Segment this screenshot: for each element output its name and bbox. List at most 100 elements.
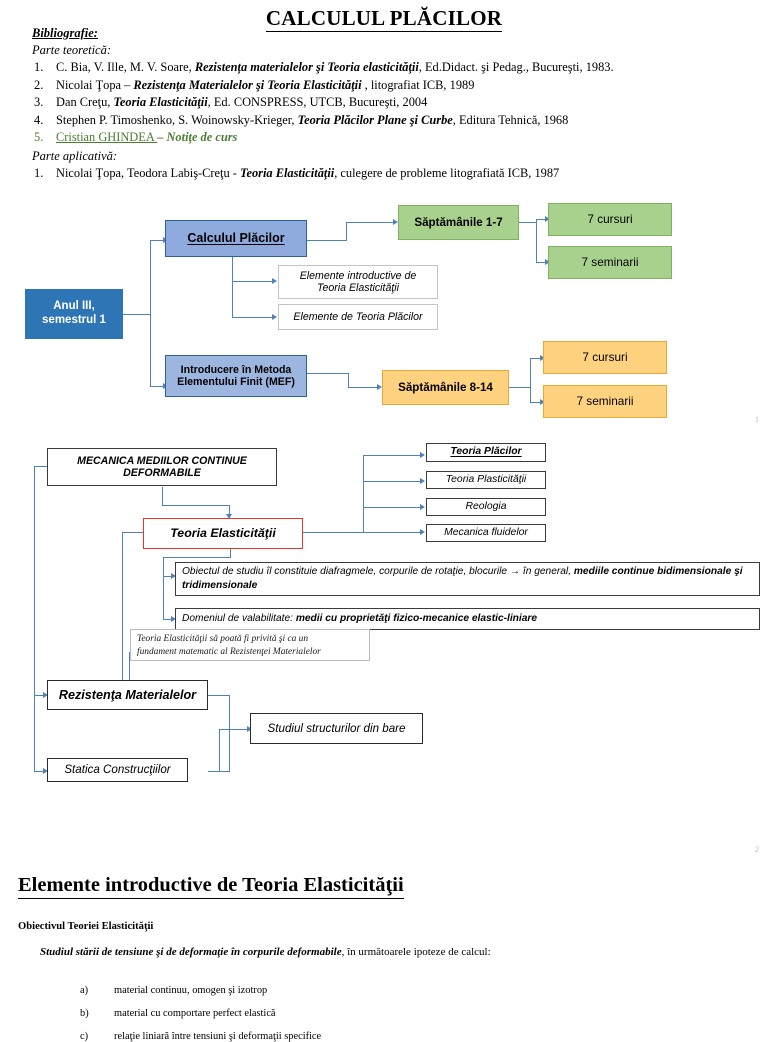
connector-line: [232, 281, 274, 283]
arrow-icon: [43, 767, 48, 774]
list-item: 4.Stephen P. Timoshenko, S. Woinowsky-Kr…: [32, 112, 762, 130]
arrow-icon: [420, 451, 425, 458]
node-anul-iii[interactable]: Anul III, semestrul 1: [25, 289, 123, 339]
node-label-line1: Introducere în Metoda: [180, 363, 292, 376]
connector-line: [34, 695, 44, 697]
wide-box-text: Obiectul de studiu îl constituie diafrag…: [182, 565, 753, 593]
node-obiectul-de-studiu[interactable]: Obiectul de studiu îl constituie diafrag…: [175, 562, 760, 596]
node-7-seminarii-orange[interactable]: 7 seminarii: [543, 385, 667, 418]
node-rezistenta-materialelor[interactable]: Rezistenţa Materialelor: [47, 680, 208, 710]
hypothesis-letter: a): [80, 985, 89, 996]
node-teoria-plasticitatii[interactable]: Teoria Plasticităţii: [426, 471, 546, 489]
list-item-title: Teoria Elasticităţii: [240, 165, 335, 180]
hypothesis-text: material cu comportare perfect elastică: [114, 1008, 276, 1019]
node-label: Studiul structurilor din bare: [267, 721, 406, 735]
node-label-line2: Elementului Finit (MEF): [177, 376, 295, 388]
bibliography-theory-label: Parte teoretică:: [32, 43, 112, 57]
connector-line: [363, 455, 365, 533]
course-structure-diagram: Anul III, semestrul 1 Calculul Plăcilor …: [0, 200, 768, 440]
node-elemente-teoria-placilor[interactable]: Elemente de Teoria Plăcilor: [278, 304, 438, 330]
arrow-icon: [171, 615, 176, 622]
list-item-pre: Dan Creţu,: [56, 95, 114, 110]
connector-line: [122, 532, 143, 534]
connector-line: [229, 505, 231, 517]
hypothesis-letter: c): [80, 1031, 89, 1042]
node-saptamanile-8-14[interactable]: Săptămânile 8-14: [382, 370, 509, 405]
node-label: Rezistenţa Materialelor: [58, 687, 197, 702]
bibliography-applied-label: Parte aplicativă:: [32, 148, 118, 163]
node-label: 7 seminarii: [581, 254, 639, 269]
list-item-pre: Nicolai Ţopa, Teodora Labiş-Creţu -: [56, 165, 241, 180]
list-item-number: 5.: [34, 130, 44, 145]
node-label: Teoria Plăcilor: [450, 446, 522, 458]
node-introducere-mef[interactable]: Introducere în Metoda Elementului Finit …: [165, 355, 307, 397]
connector-line: [346, 222, 394, 224]
section-title-text: Elemente introductive de Teoria Elastici…: [18, 874, 404, 899]
author-link[interactable]: Cristian GHINDEA: [56, 130, 158, 145]
node-reologia[interactable]: Reologia: [426, 498, 546, 516]
connector-line: [363, 507, 421, 509]
node-studiul-structurilor[interactable]: Studiul structurilor din bare: [250, 713, 423, 744]
arrow-icon: [420, 503, 425, 510]
wide-box-pre: Domeniul de valabilitate:: [182, 612, 296, 624]
connector-line: [219, 729, 248, 731]
list-item: 2.Nicolai Ţopa – Rezistenţa Materialelor…: [32, 77, 762, 95]
node-mecanica-mediilor[interactable]: MECANICA MEDIILOR CONTINUE DEFORMABILE: [47, 448, 277, 486]
connector-line: [150, 240, 152, 386]
connector-line: [509, 387, 531, 389]
connector-line: [219, 729, 221, 771]
connector-line: [163, 619, 172, 621]
page-title-text: CALCULUL PLĂCILOR: [265, 6, 503, 32]
list-item-number: 3.: [34, 95, 44, 110]
bibliography-section: Bibliografie: Parte teoretică: 1.C. Bia,…: [32, 26, 762, 183]
connector-line: [34, 466, 48, 468]
node-label: Mecanica fluidelor: [444, 526, 528, 538]
arrow-icon: [420, 528, 425, 535]
connector-line: [163, 557, 165, 619]
connector-line: [208, 695, 230, 697]
node-note-fundament-matematic[interactable]: Teoria Elasticităţii să poată fi privită…: [130, 629, 370, 661]
node-7-cursuri-green[interactable]: 7 cursuri: [548, 203, 672, 236]
node-saptamanile-1-7[interactable]: Săptămânile 1-7: [398, 205, 519, 240]
connector-line: [150, 240, 164, 242]
node-elemente-introductive[interactable]: Elemente introductive de Teoria Elastici…: [278, 265, 438, 299]
node-domeniul-de-valabilitate[interactable]: Domeniul de valabilitate: medii cu propr…: [175, 608, 760, 630]
list-item-title: Teoria Plăcilor Plane şi Curbe: [297, 112, 453, 127]
node-label: Teoria Elasticităţii: [170, 526, 276, 541]
list-item-number: 2.: [34, 77, 44, 92]
note-line2: fundament matematic al Rezistenţei Mater…: [137, 646, 321, 657]
section-title: Elemente introductive de Teoria Elastici…: [18, 874, 404, 899]
arrow-icon: [377, 383, 382, 390]
connector-line: [519, 222, 537, 224]
node-label: Teoria Plasticităţii: [445, 473, 527, 485]
connector-line: [363, 532, 421, 534]
arrow-icon: [226, 514, 232, 519]
connector-line: [307, 373, 349, 375]
connector-line: [536, 262, 546, 264]
node-statica-constructiilor[interactable]: Statica Construcţiilor: [47, 758, 188, 782]
node-teoria-placilor[interactable]: Teoria Plăcilor: [426, 443, 546, 462]
node-label-line1: Anul III,: [53, 300, 95, 313]
arrow-icon: [247, 725, 252, 732]
arrow-icon: [540, 354, 545, 361]
list-item-post: , Ed.Didact. şi Pedag., Bucureşti, 1983.: [418, 60, 614, 74]
node-7-seminarii-green[interactable]: 7 seminarii: [548, 246, 672, 279]
node-teoria-elasticitatii[interactable]: Teoria Elasticităţii: [143, 518, 303, 549]
list-item-pre: Stephen P. Timoshenko, S. Woinowsky-Krie…: [56, 112, 298, 127]
list-item-post: , Editura Tehnică, 1968: [452, 112, 569, 127]
list-item-pre: C. Bia, V. Ille, M. V. Soare,: [56, 60, 195, 74]
node-mecanica-fluidelor[interactable]: Mecanica fluidelor: [426, 524, 546, 542]
connector-line: [162, 487, 164, 505]
connector-line: [230, 548, 232, 558]
hypothesis-letter: b): [80, 1008, 89, 1019]
hypothesis-text: material continuu, omogen şi izotrop: [114, 985, 268, 996]
node-7-cursuri-orange[interactable]: 7 cursuri: [543, 341, 667, 374]
node-label: Statica Construcţiilor: [64, 763, 171, 777]
list-item-title: – Notiţe de curs: [157, 130, 238, 145]
node-label-line2: Teoria Elasticităţii: [316, 282, 400, 294]
node-label: 7 seminarii: [576, 393, 634, 408]
node-calculul-placilor[interactable]: Calculul Plăcilor: [165, 220, 307, 257]
connector-line: [129, 652, 131, 690]
bibliography-theory-list: 1.C. Bia, V. Ille, M. V. Soare, Rezisten…: [32, 59, 762, 147]
